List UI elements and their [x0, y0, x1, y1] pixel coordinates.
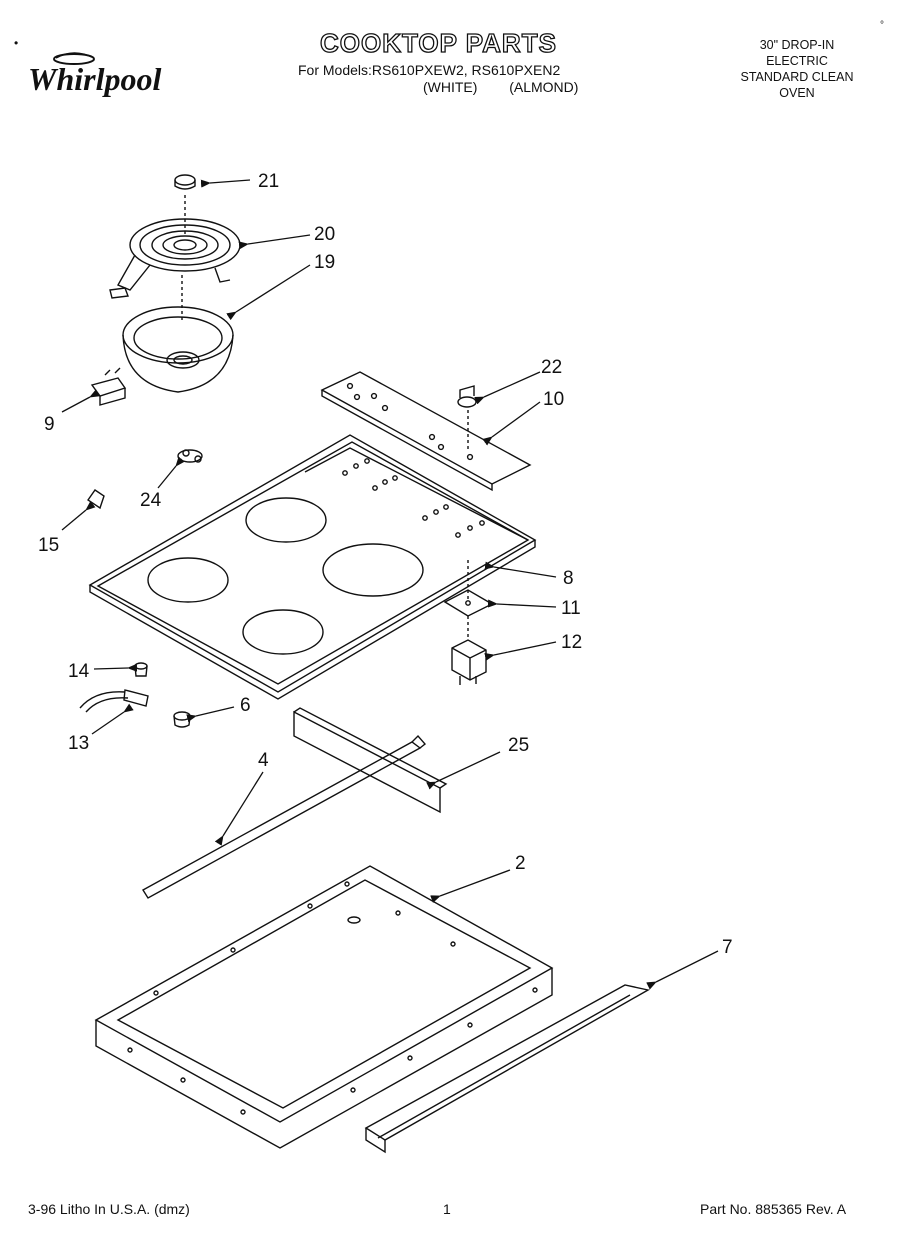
callout-7: 7 — [722, 937, 733, 958]
spec-line-2: ELECTRIC — [766, 54, 828, 68]
footer-print-info: 3-96 Litho In U.S.A. (dmz) — [28, 1201, 190, 1217]
footer-page-number: 1 — [443, 1201, 451, 1217]
whirlpool-logo: Whirlpool — [28, 50, 188, 100]
spec-line-1: 30" DROP-IN — [759, 38, 835, 52]
part-19-drip-bowl — [122, 195, 234, 393]
part-15-bracket — [87, 489, 105, 510]
part-24-clip — [177, 449, 203, 463]
callout-4: 4 — [258, 750, 269, 771]
part-13-wire-harness — [79, 689, 149, 713]
callout-12: 12 — [561, 632, 582, 653]
callout-6: 6 — [240, 695, 251, 716]
part-6-grommet — [173, 711, 191, 728]
callout-15: 15 — [38, 535, 59, 556]
callout-9: 9 — [44, 414, 55, 435]
callout-24: 24 — [140, 490, 162, 511]
part-9-terminal-block — [90, 367, 127, 406]
part-2-burner-box — [94, 865, 554, 1149]
variant-white: (WHITE) — [423, 79, 478, 95]
part-4-support-channel — [142, 734, 427, 899]
part-20-surface-element — [109, 218, 241, 299]
callout-10: 10 — [543, 389, 564, 410]
callout-19: 19 — [314, 252, 335, 273]
model-variants: (WHITE) (ALMOND) — [423, 79, 578, 95]
part-10-control-plate — [320, 371, 532, 492]
footer-part-number: Part No. 885365 Rev. A — [700, 1201, 847, 1217]
spec-line-4: OVEN — [779, 86, 815, 100]
part-25-brace — [293, 707, 448, 814]
corner-dot: • — [14, 36, 19, 50]
callout-20: 20 — [314, 224, 335, 245]
spec-line-3: STANDARD CLEAN — [740, 70, 854, 84]
part-12-infinite-switch — [451, 639, 487, 685]
part-21-knob-cap — [174, 174, 196, 190]
part-22-switch-knob — [457, 385, 477, 450]
callout-25: 25 — [508, 735, 529, 756]
variant-almond: (ALMOND) — [509, 79, 579, 95]
corner-mark: ° — [880, 20, 884, 31]
callout-21: 21 — [258, 171, 279, 192]
callout-11: 11 — [561, 598, 581, 619]
callout-8: 8 — [563, 568, 574, 589]
callout-14: 14 — [68, 661, 90, 682]
part-8-cooktop — [88, 434, 537, 700]
appliance-spec: 30" DROP-IN ELECTRIC STANDARD CLEAN OVEN — [727, 37, 867, 101]
callout-22: 22 — [541, 357, 562, 378]
callout-13: 13 — [68, 733, 89, 754]
logo-text: Whirlpool — [28, 61, 161, 97]
part-14-indicator-light — [134, 662, 148, 677]
part-7-trim-strip — [364, 984, 650, 1154]
models-line: For Models:RS610PXEW2, RS610PXEN2 — [298, 62, 561, 78]
callout-2: 2 — [515, 853, 526, 874]
page-title: COOKTOP PARTS — [319, 27, 557, 58]
